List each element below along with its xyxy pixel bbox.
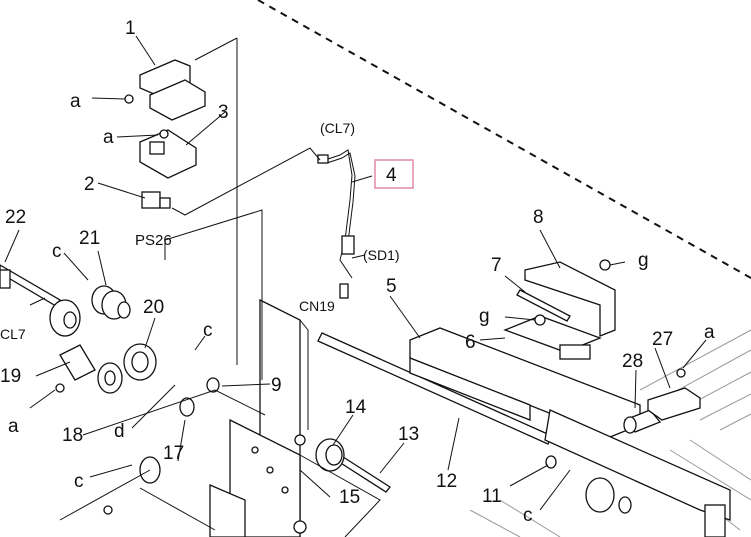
label-g-2: g — [479, 306, 490, 327]
part-4-harness — [317, 149, 356, 299]
label-12: 12 — [436, 471, 457, 492]
part-20-gear — [123, 343, 157, 381]
label-c-3: c — [74, 471, 84, 492]
highlight-box — [374, 159, 414, 189]
label-20: 20 — [143, 297, 164, 318]
label-4: 4 — [386, 165, 397, 186]
label-27: 27 — [652, 329, 673, 350]
part-5-cover — [409, 327, 641, 438]
part-2-sensor — [141, 191, 171, 209]
label-7: 7 — [491, 255, 502, 276]
label-17: 17 — [163, 443, 184, 464]
label-15: 15 — [339, 487, 360, 508]
part-9-bearing — [206, 377, 220, 393]
part-11-ring — [545, 455, 557, 469]
label-13: 13 — [398, 424, 419, 445]
label-18: 18 — [62, 425, 83, 446]
label-g-1: g — [638, 250, 649, 271]
label-a-3: a — [704, 322, 715, 343]
label-c-1: c — [52, 241, 62, 262]
label-d: d — [114, 421, 125, 442]
label-ps26: PS26 — [135, 232, 172, 249]
label-6: 6 — [465, 332, 476, 353]
part-8-bracket — [524, 261, 616, 337]
part-18-gear — [97, 362, 123, 394]
label-8: 8 — [533, 207, 544, 228]
part-6-plate — [503, 315, 602, 360]
lower-right-bracket — [544, 409, 731, 537]
label-sd1-paren: (SD1) — [363, 247, 400, 263]
part-7-strip — [516, 289, 571, 322]
label-9: 9 — [271, 375, 282, 396]
leader-lines — [4, 35, 707, 537]
label-2: 2 — [84, 174, 95, 195]
part-15-frame — [209, 298, 307, 537]
label-a-4: a — [8, 416, 19, 437]
label-cn19: CN19 — [299, 298, 335, 314]
part-1-bracket — [124, 59, 206, 121]
label-5: 5 — [386, 276, 397, 297]
label-a-2: a — [103, 127, 114, 148]
boundary-dashed-line — [257, 0, 751, 279]
part-17-bearing — [179, 397, 195, 417]
label-cl7: CL7 — [0, 326, 26, 342]
part-27-switch — [647, 368, 701, 421]
part-14-gear — [315, 438, 345, 472]
part-3-plate — [139, 129, 197, 179]
label-1: 1 — [125, 18, 136, 39]
label-22: 22 — [5, 207, 26, 228]
callout-labels: 1 a 3 a 2 PS26 (CL7) 4 (SD1) CN19 5 8 7 … — [0, 18, 715, 526]
label-cl7-paren: (CL7) — [320, 120, 355, 136]
label-c-2: c — [203, 320, 213, 341]
label-21: 21 — [79, 228, 100, 249]
label-19: 19 — [0, 366, 21, 387]
part-21-gear — [91, 285, 131, 320]
part-12-shaft — [317, 332, 553, 445]
part-28-roller — [623, 409, 662, 434]
part-22-roller — [49, 299, 81, 337]
label-3: 3 — [218, 102, 229, 123]
label-c-4: c — [523, 505, 533, 526]
label-14: 14 — [345, 397, 367, 418]
part-22-shaft — [0, 264, 61, 307]
label-a-1: a — [70, 91, 81, 112]
label-28: 28 — [622, 351, 643, 372]
part-19-bracket — [59, 344, 96, 381]
label-11: 11 — [482, 486, 502, 507]
